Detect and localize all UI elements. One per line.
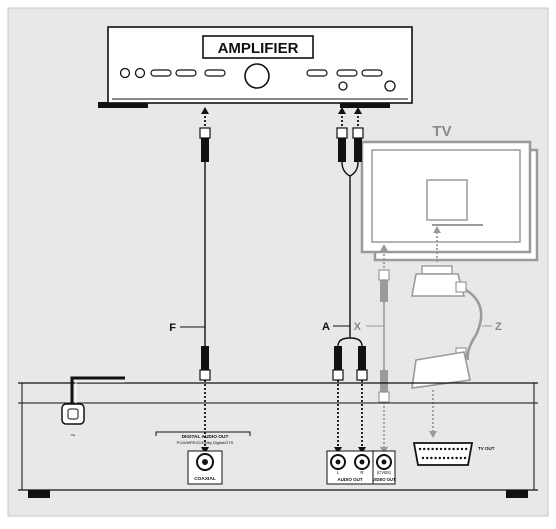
- amp-power-icon: [384, 80, 396, 92]
- scart-pin: [460, 447, 464, 451]
- coaxial-cable-f: F: [169, 107, 211, 454]
- scart-pin: [455, 456, 458, 460]
- tv-unit: TV: [360, 123, 539, 262]
- coaxial-label: COAXIAL: [194, 476, 216, 482]
- tv-front: [360, 140, 532, 254]
- scart-pin: [452, 447, 455, 451]
- scart-pin: [431, 447, 434, 451]
- amplifier-label-box: [202, 35, 314, 59]
- player-rear-panel: ~ DIGITAL AUDIO OUT PCM/MPEG2/Dolby Digi…: [18, 376, 538, 498]
- amp-button-icon: [134, 67, 146, 79]
- audio-out-label: AUDIO OUT: [337, 477, 363, 482]
- scart-pin: [434, 456, 437, 460]
- mains-socket-icon: [61, 403, 85, 425]
- scart-pin: [423, 447, 426, 451]
- amp-slot-icon: [306, 69, 328, 77]
- scart-plug-icon: [411, 351, 471, 389]
- scart-pin: [442, 456, 446, 460]
- scart-pin: [439, 447, 443, 451]
- cable-label-f: F: [169, 322, 176, 334]
- scart-pin: [456, 447, 459, 451]
- tv-scart-port-icon: [426, 179, 468, 221]
- cvbs-label: (CVBS): [377, 470, 392, 475]
- scart-cable-z: Z: [411, 226, 502, 438]
- scart-pin: [430, 456, 433, 460]
- amp-slot-icon: [175, 69, 197, 77]
- scart-pin: [463, 456, 467, 460]
- mains-symbol: ~: [70, 430, 75, 440]
- scart-pin: [465, 447, 468, 451]
- amp-slot-icon: [361, 69, 383, 77]
- scart-pin: [459, 456, 462, 460]
- cable-label-a: A: [322, 321, 330, 333]
- scart-pin: [427, 447, 430, 451]
- scart-pin: [447, 456, 450, 460]
- digital-audio-sub: PCM/MPEG2/Dolby Digital/DTS: [177, 440, 234, 445]
- amp-button-icon: [119, 67, 131, 79]
- video-out-label: VIDEO OUT: [372, 477, 395, 482]
- scart-plug-icon: [411, 273, 466, 297]
- cable-label-z: Z: [495, 321, 502, 333]
- amp-slot-icon: [336, 69, 358, 77]
- audio-l-label: L: [337, 470, 340, 475]
- scart-pin: [438, 456, 441, 460]
- audio-r-label: R: [360, 470, 364, 475]
- amplifier-label: AMPLIFIER: [218, 40, 299, 57]
- tv-out-label: TV OUT: [478, 446, 495, 451]
- scart-pin: [451, 456, 454, 460]
- tv-label: TV: [432, 123, 451, 140]
- digital-audio-label: DIGITAL AUDIO OUT: [182, 434, 229, 440]
- scart-tv-out-port: [412, 442, 474, 466]
- volume-knob-icon: [244, 63, 270, 89]
- scart-pin: [418, 447, 422, 451]
- audio-cable-a: A: [322, 107, 368, 454]
- scart-pin: [426, 456, 429, 460]
- amp-input-jack-icon: [338, 81, 348, 91]
- amp-slot-icon: [204, 69, 226, 77]
- amp-slot-icon: [150, 69, 172, 77]
- scart-pins: [418, 447, 468, 460]
- scart-pin: [444, 447, 447, 451]
- amplifier-unit: AMPLIFIER: [98, 26, 413, 108]
- scart-pin: [435, 447, 438, 451]
- cable-label-x: X: [354, 321, 362, 333]
- scart-pin: [448, 447, 451, 451]
- scart-pin: [421, 456, 425, 460]
- tv-screen: [371, 149, 521, 243]
